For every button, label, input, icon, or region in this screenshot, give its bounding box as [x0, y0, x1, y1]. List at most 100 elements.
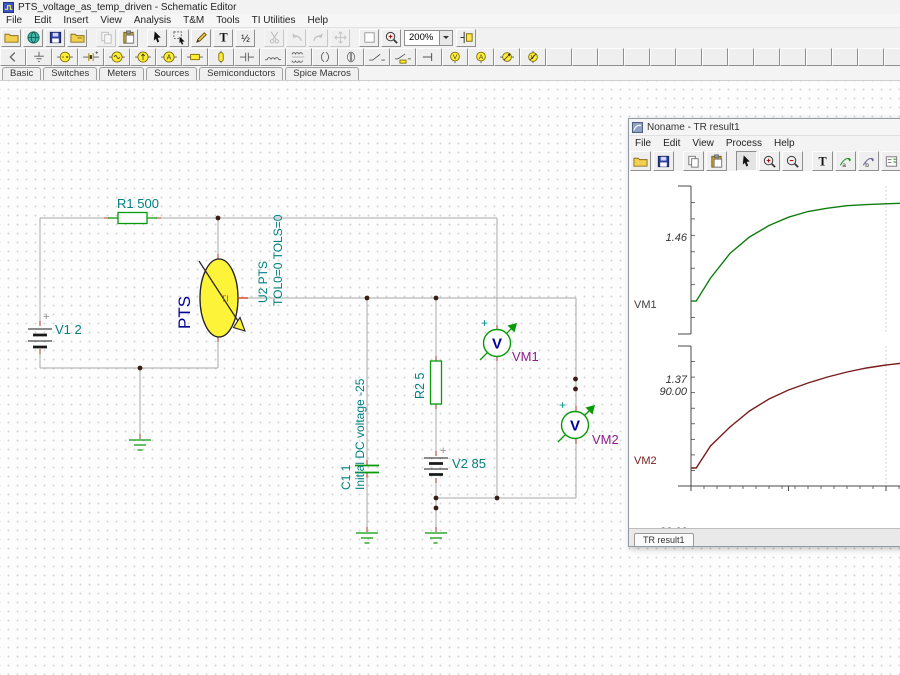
- save-icon[interactable]: [653, 151, 674, 171]
- svg-text:T: T: [818, 154, 826, 168]
- open-file-icon[interactable]: [1, 28, 21, 47]
- component-pins: [39, 217, 577, 532]
- paste-icon[interactable]: [706, 151, 727, 171]
- legend-icon[interactable]: [881, 151, 900, 171]
- scroll-left-component-icon[interactable]: [0, 47, 26, 66]
- zoom-level-dropdown[interactable]: 200%: [404, 29, 453, 46]
- coupled-inductor-component-icon[interactable]: [286, 47, 312, 66]
- transformer-component-icon[interactable]: [312, 47, 338, 66]
- menu-insert[interactable]: Insert: [63, 15, 89, 26]
- io-ports-icon[interactable]: [456, 28, 476, 47]
- current-pin-component-icon[interactable]: A: [468, 47, 494, 66]
- copy-icon[interactable]: [683, 151, 704, 171]
- resistor-component-icon[interactable]: [182, 47, 208, 66]
- menu-edit[interactable]: Edit: [34, 15, 52, 26]
- redo-icon[interactable]: [308, 28, 328, 47]
- current-generator-component-icon[interactable]: A: [156, 47, 182, 66]
- c1-initial-voltage-label: Initial DC voltage -25: [353, 378, 367, 490]
- tab-spice-macros[interactable]: Spice Macros: [285, 67, 359, 80]
- svg-text:V: V: [531, 55, 535, 61]
- voltage-generator-component-icon[interactable]: [104, 47, 130, 66]
- result-menu-view[interactable]: View: [692, 137, 714, 149]
- move-part-icon[interactable]: [330, 28, 350, 47]
- menu-file[interactable]: File: [6, 15, 23, 26]
- power-meter-component-icon[interactable]: [494, 47, 520, 66]
- draw-wire-icon[interactable]: [191, 28, 211, 47]
- wires[interactable]: [39, 217, 577, 532]
- c1-label: C1 1: [339, 464, 353, 490]
- nonlinear-transformer-component-icon[interactable]: [338, 47, 364, 66]
- insert-text-icon[interactable]: T: [812, 151, 833, 171]
- main-menu-bar: File Edit Insert View Analysis T&M Tools…: [0, 14, 900, 28]
- select-cursor-icon[interactable]: [147, 28, 167, 47]
- capacitor-component-icon[interactable]: [234, 47, 260, 66]
- component-category-tabs: Basic Switches Meters Sources Semiconduc…: [0, 66, 900, 81]
- menu-ti-utilities[interactable]: TI Utilities: [251, 15, 296, 26]
- zoom-out-icon[interactable]: [782, 151, 803, 171]
- zoom-tool-icon[interactable]: [381, 28, 401, 47]
- terminator-component-icon[interactable]: [416, 47, 442, 66]
- undo-icon[interactable]: [286, 28, 306, 47]
- empty-slot: [858, 47, 884, 66]
- ground-symbols[interactable]: [129, 439, 447, 544]
- circuit-drawing: R1 500 + V1 2 TI PTS: [28, 196, 619, 544]
- tab-meters[interactable]: Meters: [99, 67, 145, 80]
- menu-tm[interactable]: T&M: [183, 15, 205, 26]
- jumper-component-icon[interactable]: [208, 47, 234, 66]
- v2-label: V2 85: [452, 456, 486, 471]
- vm1-series-label: VM1: [634, 299, 657, 311]
- save-icon[interactable]: [45, 28, 65, 47]
- insert-text-icon[interactable]: T: [213, 28, 233, 47]
- copy-icon[interactable]: [96, 28, 116, 47]
- result-menu-process[interactable]: Process: [725, 137, 762, 149]
- voltage-source-component-icon[interactable]: [52, 47, 78, 66]
- menu-tools[interactable]: Tools: [216, 15, 240, 26]
- svg-text:½: ½: [241, 33, 250, 44]
- probe-a-icon[interactable]: a: [835, 151, 856, 171]
- voltage-pin-component-icon[interactable]: V: [442, 47, 468, 66]
- probe-b-icon[interactable]: b: [858, 151, 879, 171]
- open-macro-icon[interactable]: [67, 28, 87, 47]
- resistor-r2[interactable]: [429, 360, 443, 405]
- voltmeter-component-icon[interactable]: V: [520, 47, 546, 66]
- pts-sensor[interactable]: TI: [198, 258, 248, 338]
- empty-slot: [728, 47, 754, 66]
- paste-icon[interactable]: [118, 28, 138, 47]
- voltmeter-vm2[interactable]: V: [557, 405, 595, 443]
- open-web-icon[interactable]: [23, 28, 43, 47]
- result-menu-help[interactable]: Help: [773, 137, 795, 149]
- vm1-label: VM1: [512, 349, 539, 364]
- relay-component-icon[interactable]: [390, 47, 416, 66]
- switch-component-icon[interactable]: [364, 47, 390, 66]
- open-file-icon[interactable]: [630, 151, 651, 171]
- tab-sources[interactable]: Sources: [146, 67, 198, 80]
- tab-tr-result1[interactable]: TR result1: [634, 533, 694, 546]
- menu-analysis[interactable]: Analysis: [133, 15, 172, 26]
- menu-help[interactable]: Help: [307, 15, 329, 26]
- zoom-level-value: 200%: [409, 32, 434, 43]
- inductor-component-icon[interactable]: [260, 47, 286, 66]
- capacitor-c1[interactable]: [355, 464, 379, 474]
- tab-basic[interactable]: Basic: [2, 67, 42, 80]
- select-cursor-icon[interactable]: [736, 151, 757, 171]
- tab-switches[interactable]: Switches: [43, 67, 98, 80]
- voltmeter-vm1[interactable]: V: [479, 323, 517, 361]
- ground-component-icon[interactable]: [26, 47, 52, 66]
- battery-v2[interactable]: [424, 457, 448, 476]
- cut-icon[interactable]: [264, 28, 284, 47]
- tab-semiconductors[interactable]: Semiconductors: [199, 67, 284, 80]
- battery-v1[interactable]: [28, 328, 52, 349]
- result-menu-file[interactable]: File: [635, 137, 652, 149]
- resistor-r1[interactable]: [108, 211, 157, 225]
- select-region-icon[interactable]: [169, 28, 189, 47]
- menu-view[interactable]: View: [100, 15, 122, 26]
- grid-toggle-icon[interactable]: [359, 28, 379, 47]
- empty-slot: [702, 47, 728, 66]
- battery-component-icon[interactable]: [78, 47, 104, 66]
- insert-fraction-icon[interactable]: ½: [235, 28, 255, 47]
- zoom-in-icon[interactable]: [759, 151, 780, 171]
- result-menu-edit[interactable]: Edit: [663, 137, 681, 149]
- current-source-component-icon[interactable]: [130, 47, 156, 66]
- empty-slot: [754, 47, 780, 66]
